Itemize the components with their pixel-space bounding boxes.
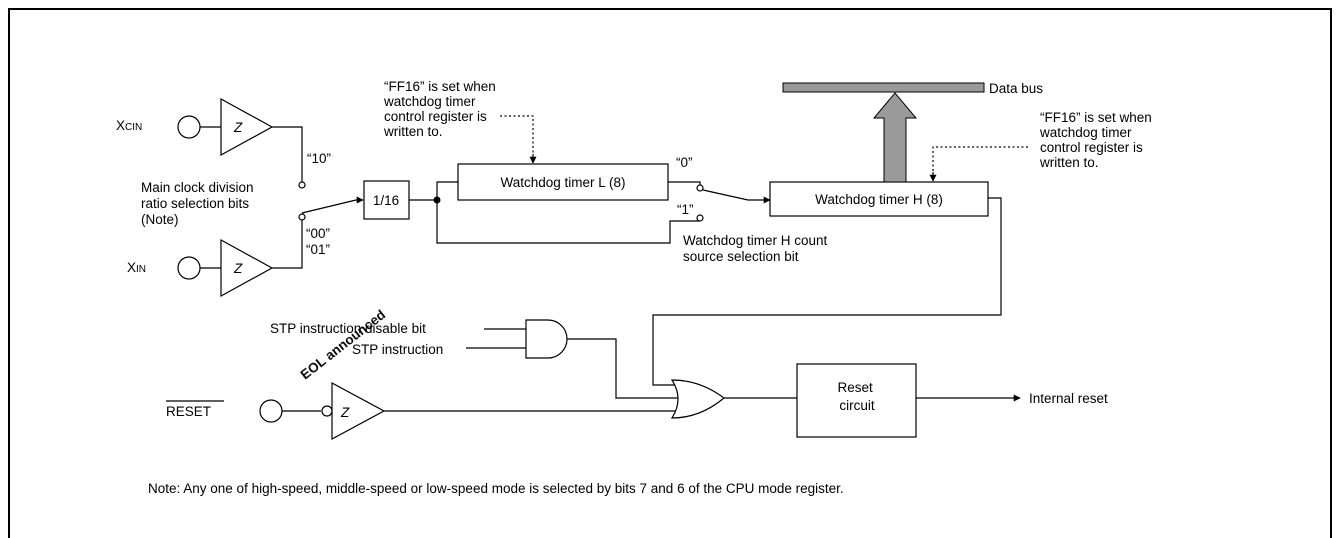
- switch-label-01: “01”: [306, 242, 330, 257]
- reset-circuit-label: Reset circuit: [837, 380, 876, 413]
- xcin-label-main: X: [116, 118, 125, 133]
- ff-note-l-line-1: “FF16” is set when: [384, 79, 496, 94]
- xin-pin: [177, 256, 201, 280]
- data-bus-arrow: [872, 92, 918, 183]
- switch-label-0: “0”: [676, 155, 693, 170]
- reset-circuit-line-2: circuit: [839, 398, 875, 413]
- count-source-line-2: source selection bit: [683, 249, 799, 264]
- watchdog-timer-h-label: Watchdog timer H (8): [815, 192, 943, 207]
- ff-note-l-line-2: watchdog timer: [383, 94, 476, 109]
- count-source-label: Watchdog timer H count source selection …: [683, 233, 831, 264]
- stp-disable-label: STP instruction disable bit: [270, 321, 426, 336]
- switch-contact-10: [298, 181, 306, 189]
- ff-note-l-line-4: written to.: [383, 124, 443, 139]
- data-bus-bar: [782, 82, 985, 93]
- diagram-frame: [8, 8, 1332, 538]
- reset-circuit-box: [796, 363, 917, 438]
- switch-contact-0: [696, 184, 704, 192]
- reset-circuit-line-1: Reset: [837, 380, 873, 395]
- internal-reset-label: Internal reset: [1029, 391, 1108, 406]
- ff-note-h: “FF16” is set when watchdog timer contro…: [1039, 110, 1156, 170]
- xin-label-sub: IN: [136, 264, 146, 275]
- xin-label-main: X: [127, 260, 136, 275]
- xin-schmitt-buffer: [220, 238, 274, 298]
- switch-label-1: “1”: [677, 202, 694, 217]
- xin-label: XIN: [127, 260, 146, 275]
- watchdog-timer-h-box: [769, 181, 989, 217]
- reset-schmitt-symbol: Z: [340, 405, 350, 420]
- data-bus-label: Data bus: [989, 81, 1043, 96]
- footnote: Note: Any one of high-speed, middle-spee…: [148, 481, 844, 496]
- stp-instruction-label: STP instruction: [352, 342, 443, 357]
- main-clock-note-line-1: Main clock division: [141, 180, 254, 195]
- ff-note-h-line-4: written to.: [1039, 155, 1099, 170]
- switch-contact-00-01: [298, 213, 306, 221]
- reset-or-gate: [670, 379, 725, 419]
- ff-note-l-pointer: [500, 115, 534, 154]
- reset-schmitt-buffer: [331, 381, 386, 441]
- xin-schmitt-symbol: Z: [233, 261, 243, 276]
- xcin-label-sub: CIN: [125, 122, 142, 133]
- stp-and-gate: [525, 319, 568, 359]
- reset-label: RESET: [166, 404, 211, 419]
- ff-note-h-line-1: “FF16” is set when: [1040, 110, 1152, 125]
- watchdog-timer-l-label: Watchdog timer L (8): [500, 175, 625, 190]
- xcin-schmitt-buffer: [220, 97, 274, 157]
- count-source-switch: [702, 189, 749, 201]
- xcin-schmitt-symbol: Z: [233, 120, 243, 135]
- main-clock-note-line-3: (Note): [141, 212, 179, 227]
- xcin-pin: [177, 115, 201, 139]
- divider-box: [363, 180, 410, 220]
- ff-note-l-line-3: control register is: [384, 109, 487, 124]
- main-clock-note: Main clock division ratio selection bits…: [141, 180, 257, 227]
- ff-note-h-line-2: watchdog timer: [1039, 125, 1132, 140]
- switch-contact-1: [696, 214, 704, 222]
- xcin-label: XCIN: [116, 118, 142, 133]
- clock-select-switch: [301, 199, 357, 214]
- reset-inverter-bubble: [321, 405, 333, 417]
- switch-label-10: “10”: [307, 151, 331, 166]
- switch-label-00: “00”: [306, 226, 330, 241]
- ff-note-l: “FF16” is set when watchdog timer contro…: [383, 79, 500, 139]
- main-clock-note-line-2: ratio selection bits: [141, 196, 249, 211]
- ff-note-h-pointer: [932, 146, 1028, 172]
- divider-label: 1/16: [373, 193, 399, 208]
- ff-note-h-line-3: control register is: [1040, 140, 1143, 155]
- reset-pin: [259, 399, 283, 423]
- count-source-line-1: Watchdog timer H count: [683, 233, 828, 248]
